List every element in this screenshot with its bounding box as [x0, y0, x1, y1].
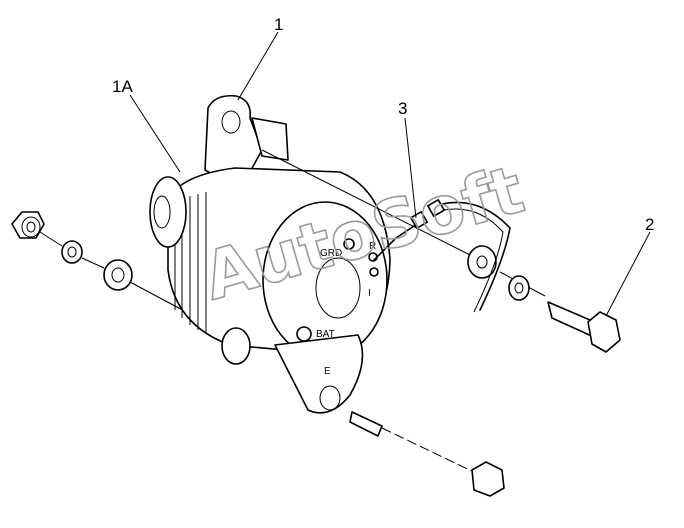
callout-harness: 3 — [398, 99, 407, 118]
nut — [11, 211, 45, 239]
callout-pulley: 1A — [112, 77, 133, 96]
wiring-harness — [373, 199, 511, 313]
callout-bolt: 2 — [645, 215, 654, 234]
terminal-r-label: R — [369, 241, 376, 252]
washer-large — [103, 259, 133, 291]
axis-line — [81, 257, 105, 269]
terminal-grd-label: GRD — [320, 248, 342, 259]
washer-right-small — [508, 275, 530, 301]
bolt-lower — [349, 411, 505, 497]
alternator-body — [149, 94, 391, 414]
washer-right-large — [467, 245, 497, 279]
washer-small — [61, 240, 83, 264]
terminal-e-label: E — [324, 366, 331, 377]
terminal-i-label: I — [368, 288, 371, 299]
leader-1a — [129, 94, 181, 173]
bolt-axis-line — [261, 149, 471, 256]
terminal-bat-label: BAT — [316, 329, 335, 340]
leader-3 — [404, 117, 417, 219]
bolt-right — [547, 301, 621, 353]
axis-line — [39, 231, 63, 247]
leader-2 — [605, 231, 651, 317]
leader-1 — [237, 31, 279, 101]
callout-alternator: 1 — [274, 15, 283, 34]
